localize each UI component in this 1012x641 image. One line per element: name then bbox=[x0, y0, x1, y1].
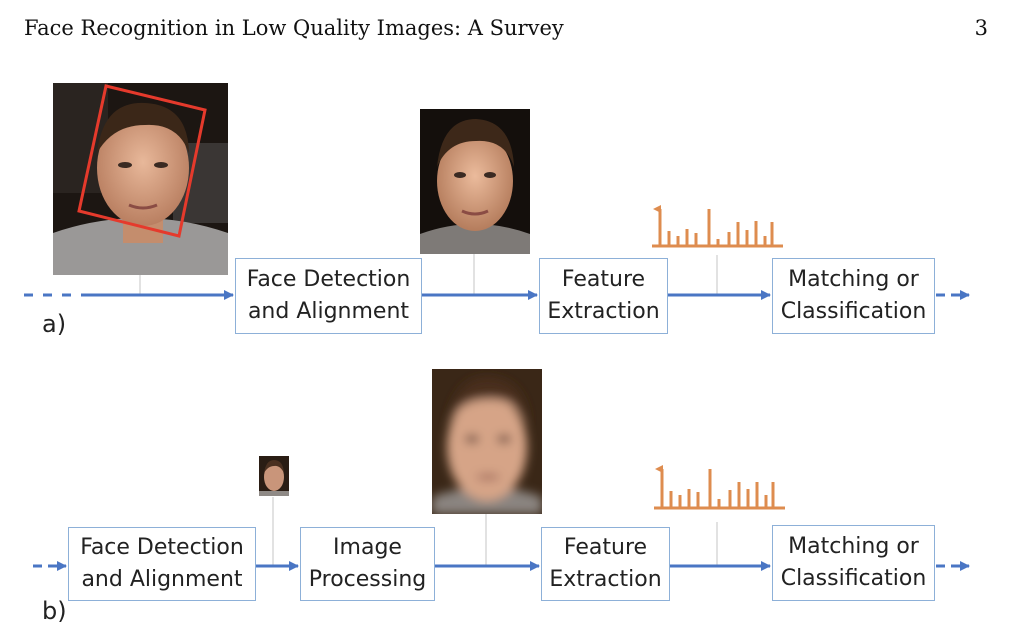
stage-label-line1: Image bbox=[333, 535, 402, 560]
stage-feature-extraction-b: Feature Extraction bbox=[541, 527, 670, 601]
stage-label-line1: Matching or bbox=[788, 267, 919, 292]
page-number: 3 bbox=[974, 16, 988, 40]
stage-label-line2: Extraction bbox=[547, 299, 660, 324]
feature-histogram-a bbox=[652, 205, 783, 248]
face-photo-input bbox=[53, 83, 228, 275]
stage-label-line1: Matching or bbox=[788, 534, 919, 559]
stage-label-line2: Classification bbox=[780, 299, 927, 324]
stage-label-line2: Classification bbox=[780, 566, 927, 591]
panel-label-b: b) bbox=[42, 597, 67, 625]
face-photo-aligned bbox=[420, 109, 530, 254]
detection-bounding-box bbox=[77, 84, 207, 238]
stage-image-processing-b: Image Processing bbox=[300, 527, 435, 601]
stage-matching-a: Matching or Classification bbox=[772, 258, 935, 334]
face-photo-low-res bbox=[259, 456, 289, 496]
stage-label-line1: Face Detection bbox=[246, 267, 411, 292]
stage-label-line1: Feature bbox=[563, 535, 648, 560]
stage-face-detection-b: Face Detection and Alignment bbox=[68, 527, 256, 601]
stage-feature-extraction-a: Feature Extraction bbox=[539, 258, 668, 334]
stage-label-line2: and Alignment bbox=[247, 299, 410, 324]
stage-label-line1: Feature bbox=[561, 267, 646, 292]
stage-label-line2: and Alignment bbox=[81, 567, 243, 592]
feature-histogram-b bbox=[654, 465, 785, 510]
stage-face-detection-a: Face Detection and Alignment bbox=[235, 258, 422, 334]
stage-label-line1: Face Detection bbox=[80, 535, 244, 560]
panel-label-a: a) bbox=[42, 310, 67, 338]
running-title: Face Recognition in Low Quality Images: … bbox=[24, 16, 564, 40]
stage-label-line2: Extraction bbox=[549, 567, 662, 592]
stage-label-line2: Processing bbox=[308, 567, 427, 592]
stage-matching-b: Matching or Classification bbox=[772, 525, 935, 601]
face-photo-enhanced bbox=[432, 369, 542, 514]
